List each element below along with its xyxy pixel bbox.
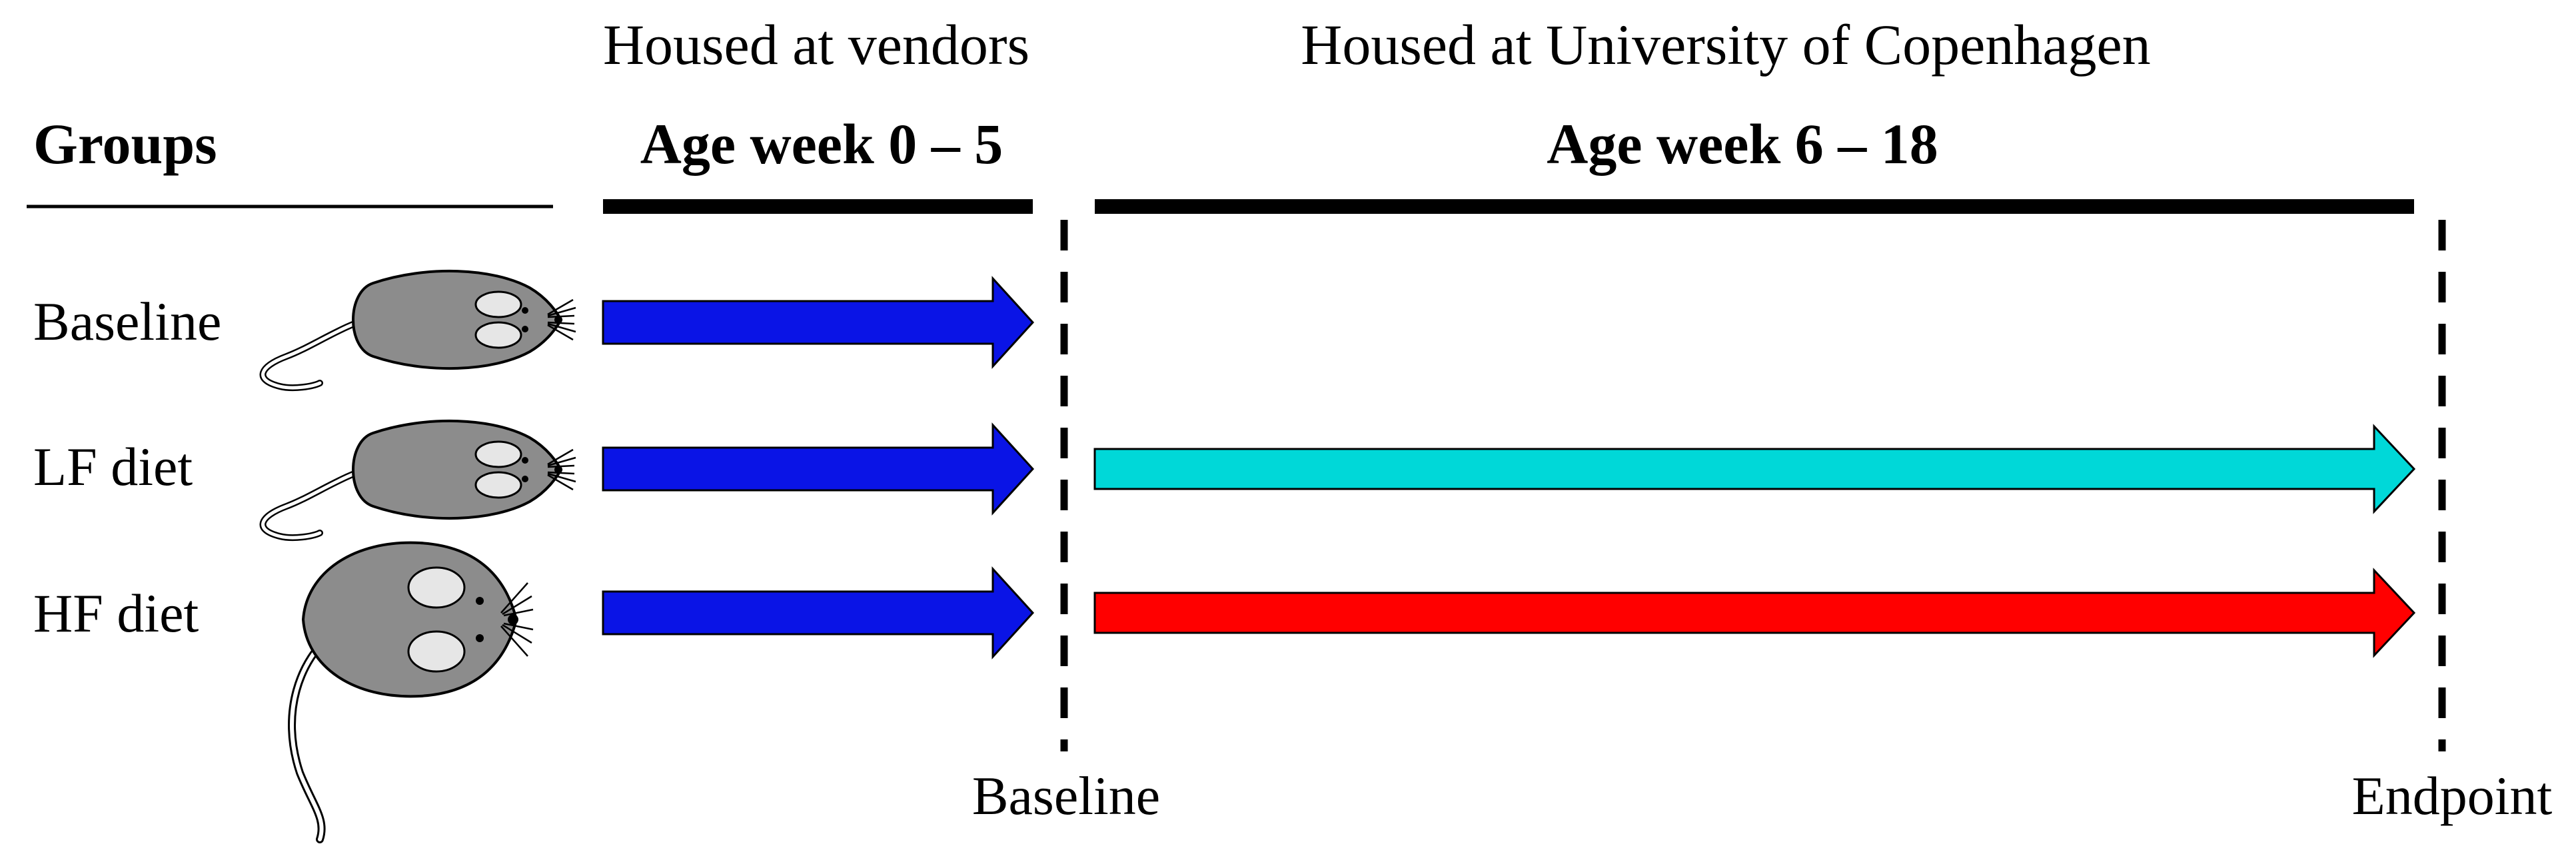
groups-heading: Groups — [33, 112, 217, 176]
hf-diet-arrow — [1093, 568, 2416, 658]
lf-diet-arrow — [1093, 424, 2416, 514]
vendor-arrow — [602, 566, 1035, 659]
group-row-hf-diet: HF diet — [33, 543, 2416, 839]
vendor-period-heading: Age week 0 – 5 — [640, 112, 1003, 176]
group-row-baseline: Baseline — [33, 271, 1035, 388]
vendor-arrow — [602, 422, 1035, 516]
vendor-arrow — [602, 276, 1035, 369]
baseline-timepoint-label: Baseline — [972, 765, 1160, 826]
vendor-housing-label: Housed at vendors — [603, 13, 1029, 77]
vendor-period-bar — [603, 199, 1033, 214]
group-label: HF diet — [33, 583, 199, 643]
endpoint-timepoint-label: Endpoint — [2352, 765, 2553, 826]
university-period-bar — [1095, 199, 2414, 214]
obese-mouse-icon — [292, 543, 533, 839]
lean-mouse-icon — [263, 271, 576, 388]
university-housing-label: Housed at University of Copenhagen — [1301, 13, 2150, 77]
group-label: LF diet — [33, 436, 193, 497]
group-row-lf-diet: LF diet — [33, 421, 2416, 538]
lean-mouse-icon — [263, 421, 576, 538]
group-label: Baseline — [33, 291, 221, 352]
university-period-heading: Age week 6 – 18 — [1547, 112, 1938, 176]
